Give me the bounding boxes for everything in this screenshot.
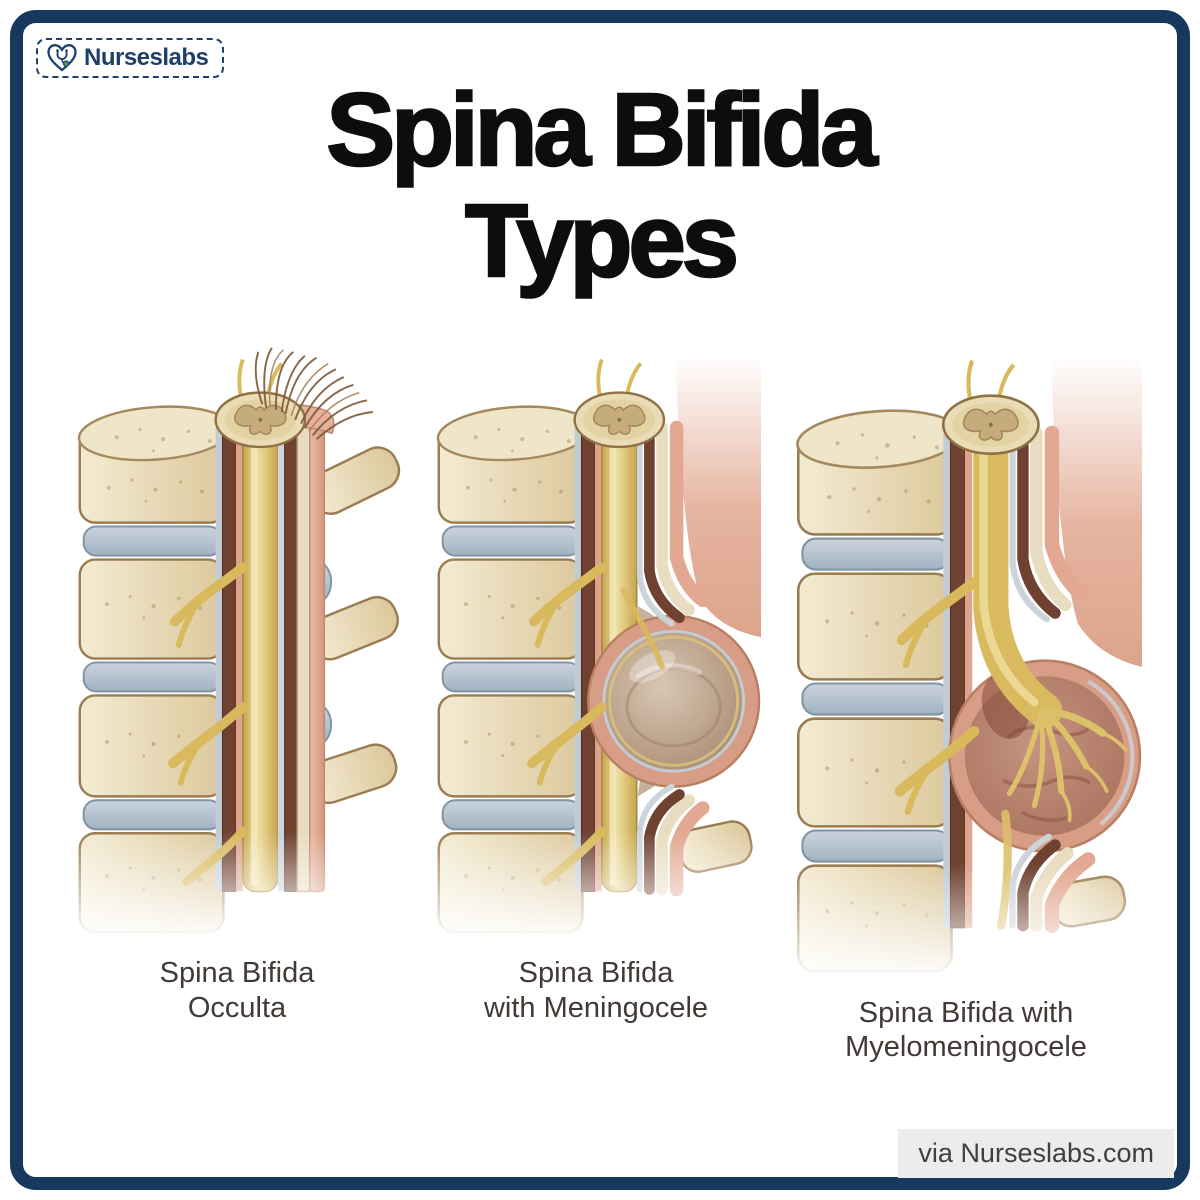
dura-mater — [949, 432, 966, 929]
intervertebral-disc — [82, 799, 223, 831]
title-line-1: Spina Bifida — [325, 72, 879, 187]
sac-highlight — [629, 650, 676, 683]
title-line-2: Types — [464, 183, 741, 299]
dura-mater — [221, 427, 237, 892]
back-soft-tissue — [1050, 356, 1142, 667]
nerve-fan — [997, 706, 1128, 930]
sac-neck-upper — [636, 420, 710, 627]
intervertebral-disc — [441, 799, 582, 831]
heart-stethoscope-icon — [47, 44, 77, 72]
hair-tuft — [254, 347, 373, 440]
bottom-fade — [790, 863, 1142, 980]
nurseslabs-logo: Nurseslabs — [36, 38, 225, 78]
intervertebral-disc — [441, 525, 582, 557]
dura-mater — [580, 427, 596, 892]
spinal-nerves — [894, 576, 980, 815]
intervertebral-disc — [82, 661, 223, 693]
skin-layer — [309, 426, 326, 893]
back-soft-tissue — [675, 355, 761, 638]
meningocele-sac — [587, 614, 761, 788]
meningocele-illustration — [431, 355, 761, 940]
logo-wordmark: Nurseslabs — [84, 44, 209, 71]
sac-membrane — [1087, 679, 1135, 826]
sac-neck-upper — [1009, 425, 1090, 623]
intervertebral-disc — [82, 525, 223, 557]
spinal-canal — [215, 424, 326, 893]
bottom-fade — [72, 831, 402, 940]
cord-cross-section — [573, 358, 666, 449]
attribution-badge: via Nurseslabs.com — [898, 1129, 1174, 1178]
intervertebral-disc — [801, 537, 951, 571]
myelomeningocele-illustration — [790, 356, 1142, 980]
spinal-canal — [943, 432, 973, 929]
tethered-spinal-cord — [973, 415, 1063, 729]
bottom-fade — [431, 831, 761, 940]
cord-cross-section — [941, 359, 1040, 455]
vertebral-column — [77, 405, 234, 934]
filum-strand — [620, 587, 665, 670]
intervertebral-disc — [801, 829, 951, 863]
dura-mater — [284, 427, 298, 892]
occulta-illustration — [72, 347, 402, 940]
intervertebral-disc — [801, 682, 951, 716]
spinal-cord — [242, 424, 279, 893]
intervertebral-disc — [441, 661, 582, 693]
